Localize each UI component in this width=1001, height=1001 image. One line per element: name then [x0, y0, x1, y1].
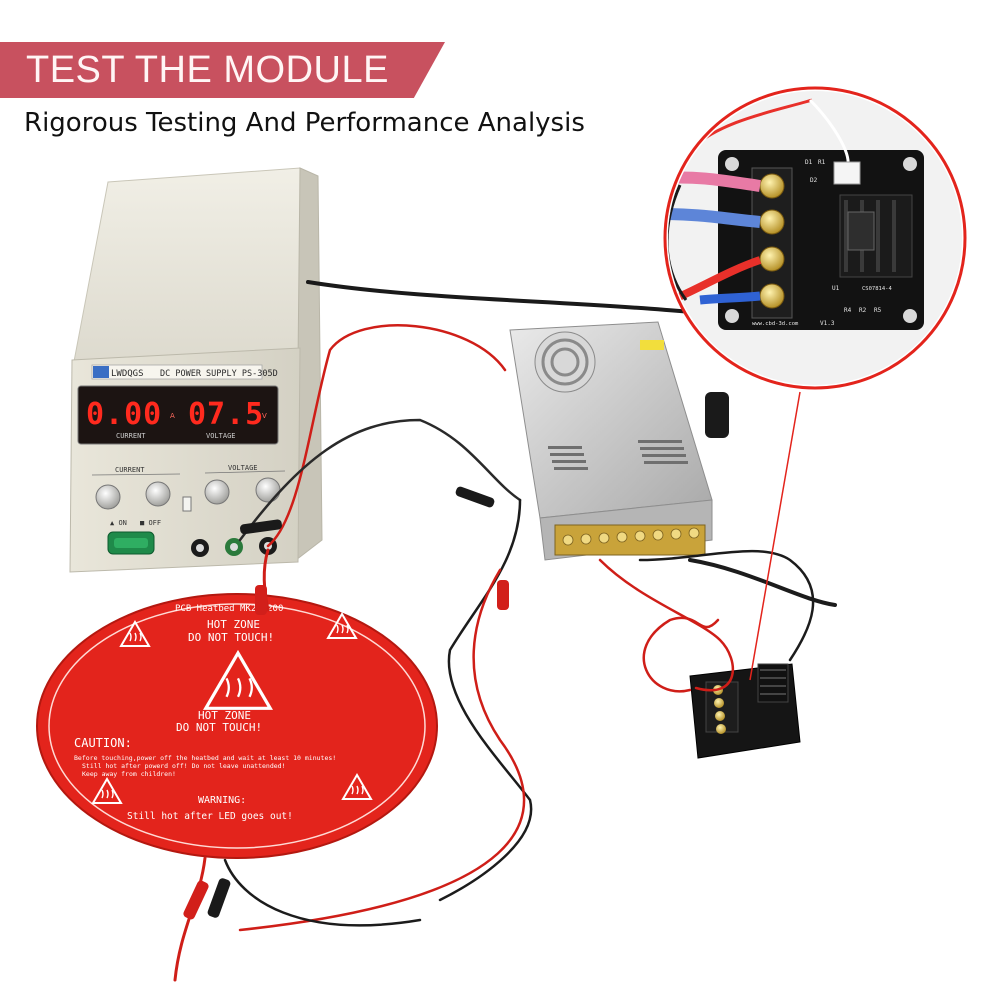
- voltage-group-label: VOLTAGE: [228, 464, 258, 472]
- off-label: ■ OFF: [140, 519, 161, 527]
- banner-title: TEST THE MODULE: [26, 49, 389, 91]
- title-banner: [0, 42, 445, 98]
- label-r4: R4: [844, 307, 852, 314]
- ac-plug: [705, 392, 729, 438]
- terminal-screw: [759, 209, 785, 235]
- caution-line-1: Before touching,power off the heatbed an…: [74, 754, 336, 762]
- board-website: www.cbd-3d.com: [752, 321, 799, 327]
- label-r2: R2: [859, 307, 867, 314]
- model-label: DC POWER SUPPLY PS-305D: [160, 369, 278, 379]
- label-r5: R5: [874, 307, 882, 314]
- terminal-screw: [759, 173, 785, 199]
- chip-label: CS07814-4: [862, 286, 892, 292]
- pcb-heatbed: PCB Heatbed MK2B 200 HOT ZONE DO NOT TOU…: [36, 593, 438, 859]
- jst-connector: [833, 161, 861, 185]
- mosfet-module: [689, 663, 801, 759]
- board-version: V1.3: [820, 320, 835, 327]
- label-r1: R1: [818, 159, 826, 166]
- caution-line-2: Still hot after powerd off! Do not leave…: [82, 762, 286, 770]
- voltage-reading: 07.5: [188, 397, 264, 432]
- hot-surface-icon: [202, 649, 274, 710]
- current-coarse-knob[interactable]: [95, 484, 121, 510]
- voltage-coarse-knob[interactable]: [204, 479, 230, 505]
- warning-line: Still hot after LED goes out!: [127, 811, 293, 822]
- zoom-pointer-line: [749, 391, 801, 681]
- voltage-label: VOLTAGE: [206, 432, 236, 440]
- current-reading: 0.00: [86, 397, 162, 432]
- terminal-screw: [759, 246, 785, 272]
- subtitle: Rigorous Testing And Performance Analysi…: [24, 108, 585, 138]
- alligator-clips: [183, 486, 509, 920]
- current-label: CURRENT: [116, 432, 146, 440]
- wires: [173, 280, 837, 982]
- caution-line-3: Keep away from children!: [82, 770, 176, 778]
- hot-zone-text-2: HOT ZONE: [198, 709, 251, 722]
- brand-label: LWDQGS: [111, 369, 144, 379]
- label-u1: U1: [832, 285, 840, 292]
- on-label: ▲ ON: [110, 519, 127, 527]
- hot-zone-text-1: HOT ZONE: [207, 618, 260, 631]
- label-d2: D2: [810, 177, 818, 184]
- digital-display: [77, 385, 279, 445]
- bench-power-supply: LWDQGS DC POWER SUPPLY PS-305D 0.00 07.5…: [69, 167, 323, 573]
- do-not-touch-text-1: DO NOT TOUCH!: [188, 631, 274, 644]
- do-not-touch-text-2: DO NOT TOUCH!: [176, 721, 262, 734]
- svg-text:A: A: [170, 412, 175, 420]
- heatbed-header: PCB Heatbed MK2B 200: [175, 604, 283, 614]
- svg-text:V: V: [262, 412, 267, 420]
- current-fine-knob[interactable]: [145, 481, 171, 507]
- label-d1: D1: [805, 159, 813, 166]
- warning-title: WARNING:: [198, 795, 246, 806]
- terminal-screw: [759, 283, 785, 309]
- switching-power-supply: [509, 321, 729, 561]
- caution-title: CAUTION:: [74, 736, 132, 750]
- current-group-label: CURRENT: [115, 466, 145, 474]
- zoom-callout: D1 R1 D2 U1 CS07814-4 R4 R2 R5 www.cbd-3…: [663, 86, 967, 390]
- voltage-fine-knob[interactable]: [255, 477, 281, 503]
- range-switch[interactable]: [182, 496, 192, 512]
